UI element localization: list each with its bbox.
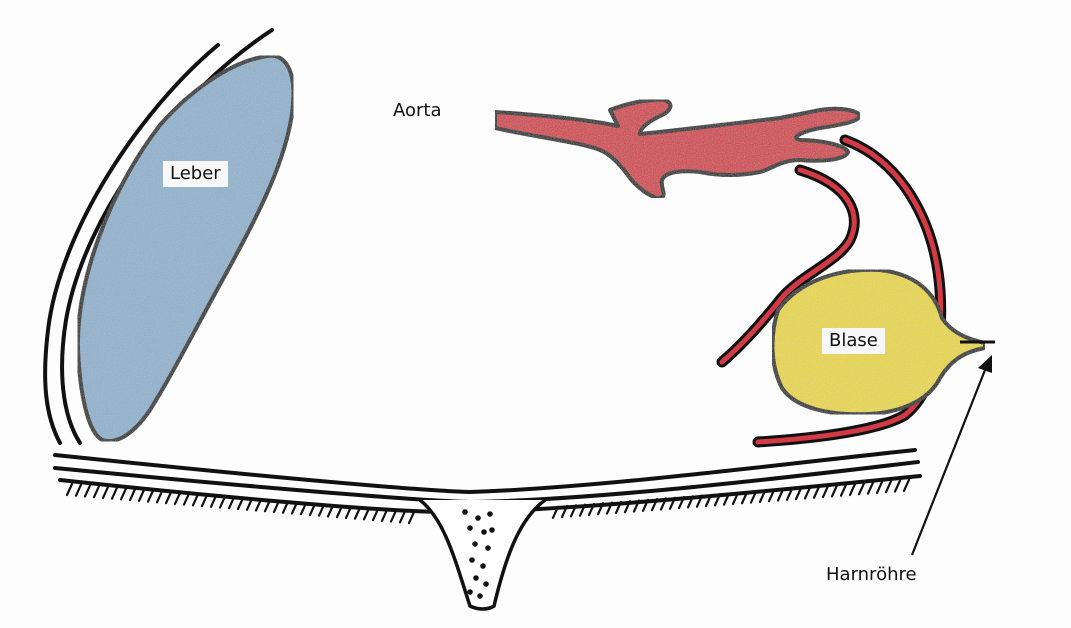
hatch-mark — [139, 490, 144, 501]
hatch-mark — [67, 484, 72, 495]
hatch-mark — [409, 512, 414, 523]
liver-shape — [78, 56, 294, 441]
hatch-mark — [94, 486, 99, 497]
navel-dot — [481, 529, 487, 535]
hatch-mark — [850, 484, 855, 495]
hatch-mark — [895, 481, 900, 492]
hatch-mark — [823, 486, 828, 497]
navel-dot — [485, 545, 491, 551]
leber-label: Leber — [163, 161, 228, 187]
navel-dot — [467, 525, 473, 531]
hatch-mark — [103, 487, 108, 498]
navel-dot — [475, 515, 481, 521]
navel-dot — [487, 511, 493, 517]
navel-dot — [480, 563, 486, 569]
navel-dot — [473, 575, 479, 581]
aorta-label: Aorta — [393, 102, 442, 120]
hatch-mark — [112, 488, 117, 499]
navel-dot — [489, 527, 495, 533]
hatch-mark — [130, 489, 135, 500]
hatch-mark — [886, 481, 891, 492]
navel-dot — [483, 581, 489, 587]
hatch-mark — [868, 483, 873, 494]
navel-dot — [472, 541, 478, 547]
navel-dot — [462, 509, 468, 515]
aorta-vessel — [495, 100, 860, 198]
umbilicus — [420, 500, 545, 609]
hatch-mark — [400, 511, 405, 522]
hatch-mark — [859, 483, 864, 494]
hatch-mark — [166, 492, 171, 503]
navel-dot — [467, 589, 473, 595]
hatch-mark — [76, 485, 81, 496]
hatch-mark — [175, 493, 180, 504]
navel-dot — [477, 593, 483, 599]
hatch-mark — [877, 482, 882, 493]
blase-label: Blase — [822, 328, 885, 354]
hatch-mark — [184, 494, 189, 505]
hatch-mark — [85, 485, 90, 496]
harnroehre-label: Harnröhre — [826, 566, 917, 584]
hatch-mark — [391, 511, 396, 522]
hatch-mark — [157, 491, 162, 502]
hatch-mark — [193, 494, 198, 505]
hatch-mark — [814, 487, 819, 498]
hatch-mark — [832, 485, 837, 496]
hatch-mark — [121, 488, 126, 499]
navel-dot — [469, 557, 475, 563]
hatch-mark — [841, 485, 846, 496]
hatch-mark — [904, 480, 909, 491]
hatch-mark — [148, 491, 153, 502]
